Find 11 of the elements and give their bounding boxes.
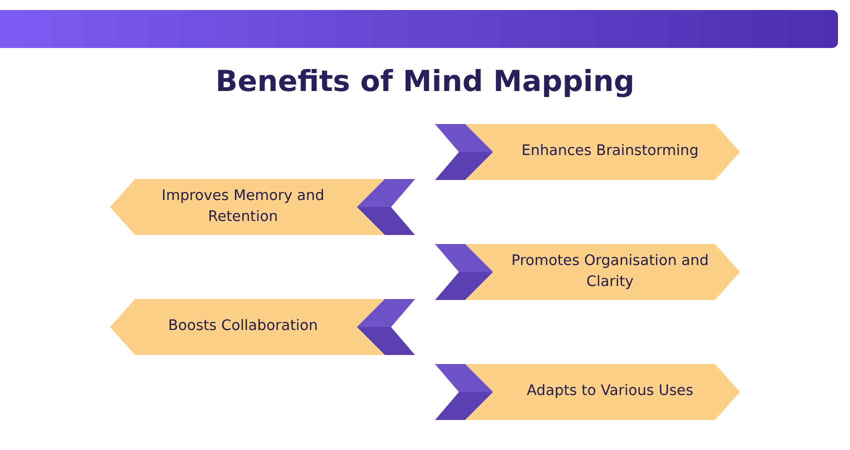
banner-label: Adapts to Various Uses	[526, 382, 694, 402]
arrow-banner	[435, 124, 740, 180]
title: Benefits of Mind Mapping	[214, 64, 636, 98]
arrow-banner	[435, 364, 740, 420]
arrow-banner	[110, 179, 415, 235]
banner-label: Boosts Collaboration	[167, 317, 319, 336]
banner-label: Promotes Organisation and Clarity	[510, 252, 710, 292]
banner-label: Improves Memory and Retention	[160, 186, 326, 227]
banner-label: Enhances Brainstorming	[520, 142, 700, 162]
arrow-banner	[110, 299, 415, 355]
arrow-banner	[435, 244, 740, 300]
